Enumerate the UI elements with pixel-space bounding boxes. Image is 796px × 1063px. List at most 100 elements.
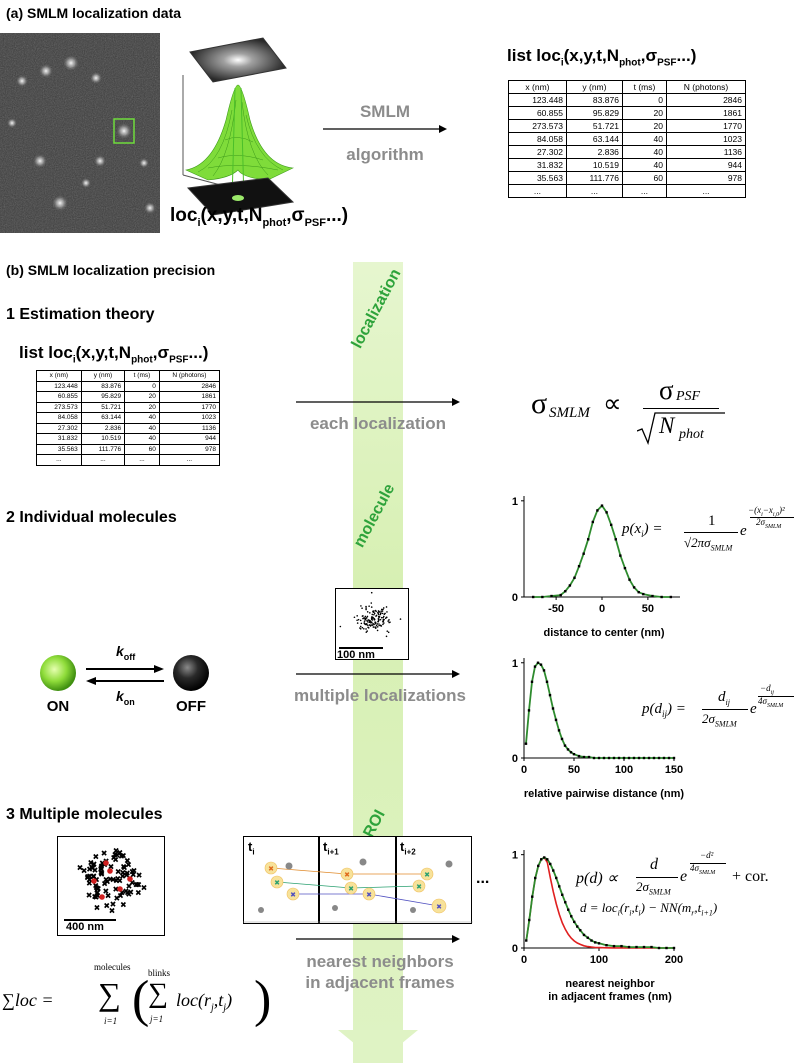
- table-cell: 40: [124, 433, 160, 445]
- table-cell: 10.519: [565, 158, 623, 172]
- cloud-point: [369, 612, 371, 614]
- table-cell: 273.573: [36, 401, 82, 413]
- point-cloud: [339, 591, 402, 638]
- cloud-point: [378, 623, 380, 625]
- table-cell: 2.836: [80, 422, 126, 434]
- data-point: [528, 918, 531, 922]
- data-point: [623, 566, 627, 570]
- cloud-point: [382, 619, 385, 622]
- data-point: [657, 946, 661, 950]
- chart3-xlabel-2: in adjacent frames (nm): [548, 991, 672, 1003]
- cloud-point: [370, 606, 373, 608]
- cloud-point: [380, 608, 383, 611]
- table-cell: 31.832: [508, 158, 567, 172]
- scalebar-100-label: 100 nm: [337, 649, 375, 661]
- cloud-point: [385, 635, 388, 638]
- cloud-point: [387, 631, 390, 634]
- molecule-center: [117, 886, 123, 892]
- molecule-mark: ✖: [104, 877, 111, 886]
- data-point: [572, 752, 576, 756]
- chart1-xlabel: distance to center (nm): [543, 627, 665, 639]
- nn-formula: p(d) ∝ d 2σSMLM e −d² 4σSMLM + cor.: [576, 850, 769, 897]
- table-cell: 40: [124, 412, 160, 424]
- frame-label-ti2: ti+2: [400, 839, 416, 857]
- table-cell: 35.563: [36, 443, 82, 455]
- molecule-center: [107, 868, 113, 874]
- cloud-point: [375, 614, 378, 617]
- data-point: [620, 944, 623, 948]
- list-loc-title: list loci(x,y,t,Nphot,σPSF...): [507, 46, 697, 69]
- molecule-mark: ✖: [90, 872, 97, 881]
- x-tick-label: 0: [599, 603, 605, 615]
- table-cell: ...: [508, 184, 567, 198]
- table-cell: 2846: [158, 380, 221, 392]
- molecule-mark: ✖: [86, 876, 93, 885]
- data-point: [650, 945, 653, 949]
- data-point: [592, 756, 596, 760]
- molecule-mark: ✖: [93, 875, 100, 884]
- table-cell: 123.448: [36, 380, 82, 392]
- cloud-point: [370, 591, 373, 594]
- molecule-mark: ✖: [86, 872, 93, 881]
- svg-text:✖: ✖: [424, 871, 430, 879]
- cloud-point: [375, 624, 378, 627]
- cloud-point: [359, 619, 362, 622]
- label-nn-2: in adjacent frames: [305, 973, 455, 992]
- molecule-mark: ✖: [108, 862, 115, 871]
- data-point: [531, 895, 534, 898]
- molecule-mark: ✖: [84, 872, 91, 881]
- molecule-mark: ✖: [91, 892, 98, 901]
- molecule-center: [99, 894, 105, 900]
- frame-label-ti1: ti+1: [323, 839, 339, 857]
- table-header-cell: t (ms): [621, 80, 668, 94]
- cloud-point: [365, 607, 367, 609]
- cloud-point: [386, 611, 388, 613]
- data-point: [586, 936, 589, 939]
- data-point: [543, 856, 546, 859]
- molecule-mark: ✖: [94, 889, 101, 898]
- molecule-mark: ✖: [113, 876, 120, 885]
- microscopy-image: [0, 33, 160, 233]
- molecule-mark: ✖: [123, 887, 130, 896]
- molecule-mark: ✖: [84, 873, 91, 882]
- molecule-mark: ✖: [110, 876, 117, 885]
- molecule-mark: ✖: [88, 863, 95, 872]
- data-point: [590, 939, 593, 942]
- data-point: [669, 595, 673, 599]
- cloud-point: [364, 615, 367, 618]
- molecule-mark: ✖: [112, 855, 119, 864]
- frames-ellipsis: ...: [476, 870, 490, 887]
- molecule-mark: ✖: [103, 875, 110, 884]
- x-tick-label: 100: [590, 954, 608, 966]
- table-cell: 40: [621, 132, 668, 146]
- cloud-point: [362, 617, 364, 620]
- data-point: [635, 945, 638, 949]
- data-point: [577, 565, 581, 568]
- x-tick-label: -50: [548, 603, 564, 615]
- cloud-point: [386, 630, 389, 632]
- table-cell: 123.448: [508, 93, 567, 107]
- data-point: [642, 592, 645, 596]
- off-molecule-icon: [173, 655, 209, 691]
- data-point: [564, 590, 567, 593]
- molecule-mark: ✖: [134, 881, 141, 890]
- molecule-mark: ✖: [94, 884, 101, 893]
- y-tick-label: 0: [512, 753, 518, 765]
- data-point: [597, 942, 601, 945]
- data-point: [587, 538, 590, 541]
- data-point: [617, 756, 621, 760]
- molecule-mark: ✖: [114, 874, 121, 883]
- table-cell: 10.519: [80, 433, 126, 445]
- svg-text:✖: ✖: [416, 883, 422, 891]
- table-cell: 83.876: [565, 93, 623, 107]
- svg-text:✖: ✖: [436, 903, 442, 911]
- table-cell: 35.563: [508, 171, 567, 185]
- table-cell: 31.832: [36, 433, 82, 445]
- table-cell: 273.573: [508, 119, 567, 133]
- data-point: [662, 756, 666, 760]
- molecule-mark: ✖: [77, 863, 84, 872]
- table-cell: ...: [158, 454, 221, 466]
- data-point: [561, 893, 564, 896]
- molecule-mark: ✖: [116, 848, 123, 857]
